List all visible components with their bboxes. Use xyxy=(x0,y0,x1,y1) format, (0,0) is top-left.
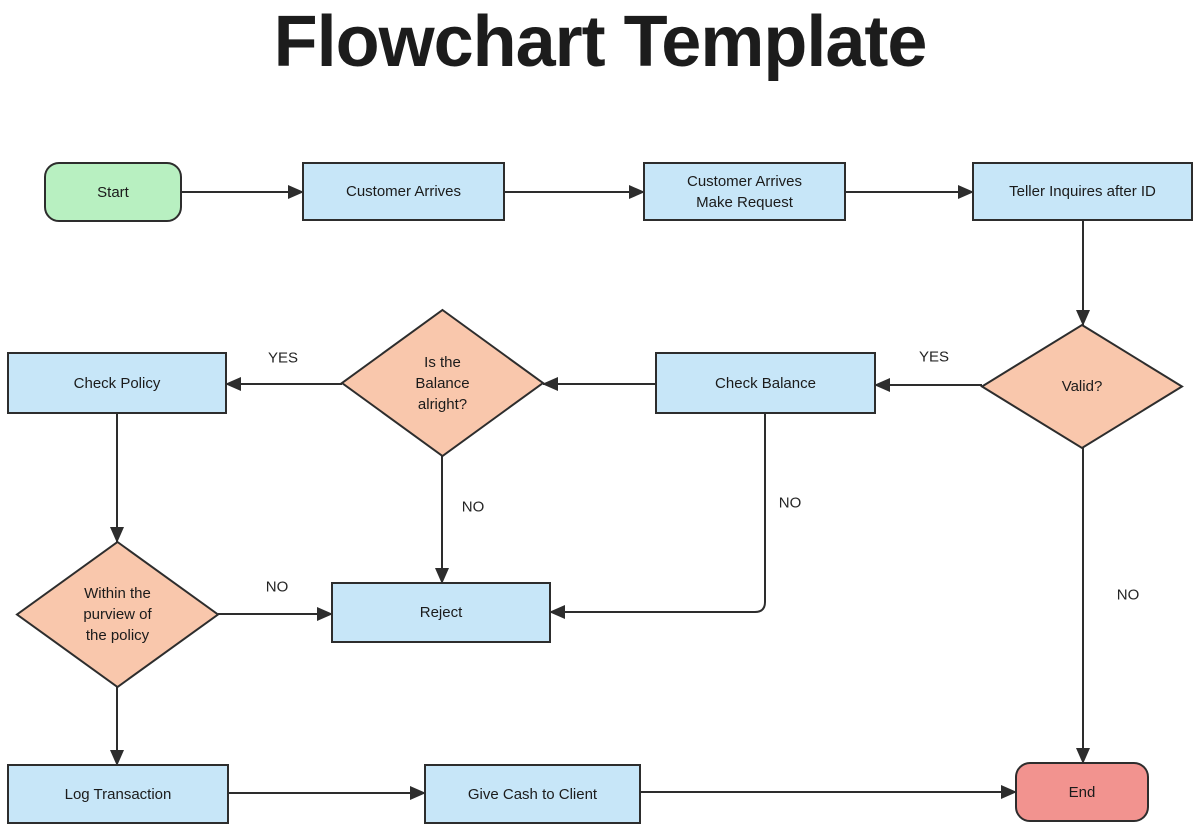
node-balance-alright-shape xyxy=(340,308,545,458)
node-teller-inquires-shape xyxy=(972,162,1193,221)
node-customer-arrives-shape xyxy=(302,162,505,221)
node-reject-shape xyxy=(331,582,551,643)
shape-layer xyxy=(7,162,1193,824)
edge-layer xyxy=(110,185,1090,800)
node-end-shape xyxy=(1015,762,1149,822)
node-purview-shape xyxy=(15,540,220,689)
node-log-transaction-shape xyxy=(7,764,229,824)
node-start-shape xyxy=(44,162,182,222)
node-make-request-shape xyxy=(643,162,846,221)
page-title: Flowchart Template xyxy=(273,2,928,82)
node-check-policy-shape xyxy=(7,352,227,414)
edge-check-balance-to-reject xyxy=(549,413,766,619)
node-valid-shape xyxy=(980,323,1184,450)
node-give-cash-shape xyxy=(424,764,641,824)
node-check-balance-shape xyxy=(655,352,876,414)
